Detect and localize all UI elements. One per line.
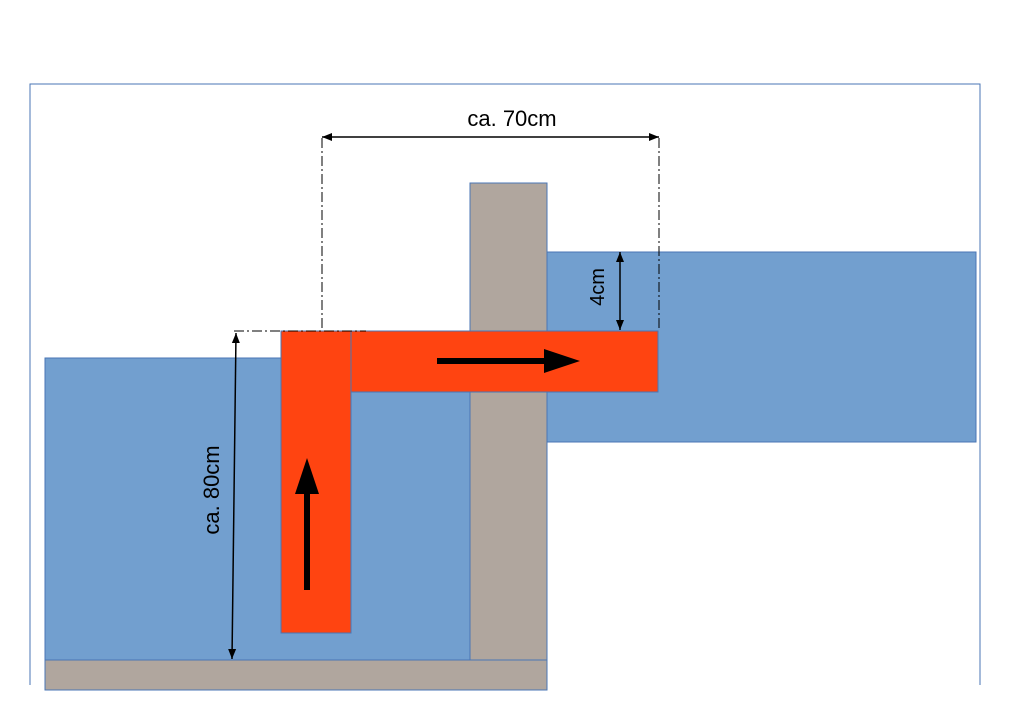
flow-arrow-up [295, 458, 319, 590]
width-dimension-label: ca. 70cm [467, 106, 556, 131]
gap-dimension-label: 4cm [587, 268, 609, 306]
vertical-wall [469, 182, 548, 686]
extension-lines [234, 138, 660, 332]
floor-base [44, 659, 548, 691]
height-dimension-line [228, 332, 240, 660]
left-water-block [44, 357, 476, 662]
page-frame [29, 83, 981, 685]
flow-arrow-right [437, 349, 580, 373]
height-dimension-label: ca. 80cm [199, 445, 224, 534]
vertical-pipe [280, 330, 352, 634]
